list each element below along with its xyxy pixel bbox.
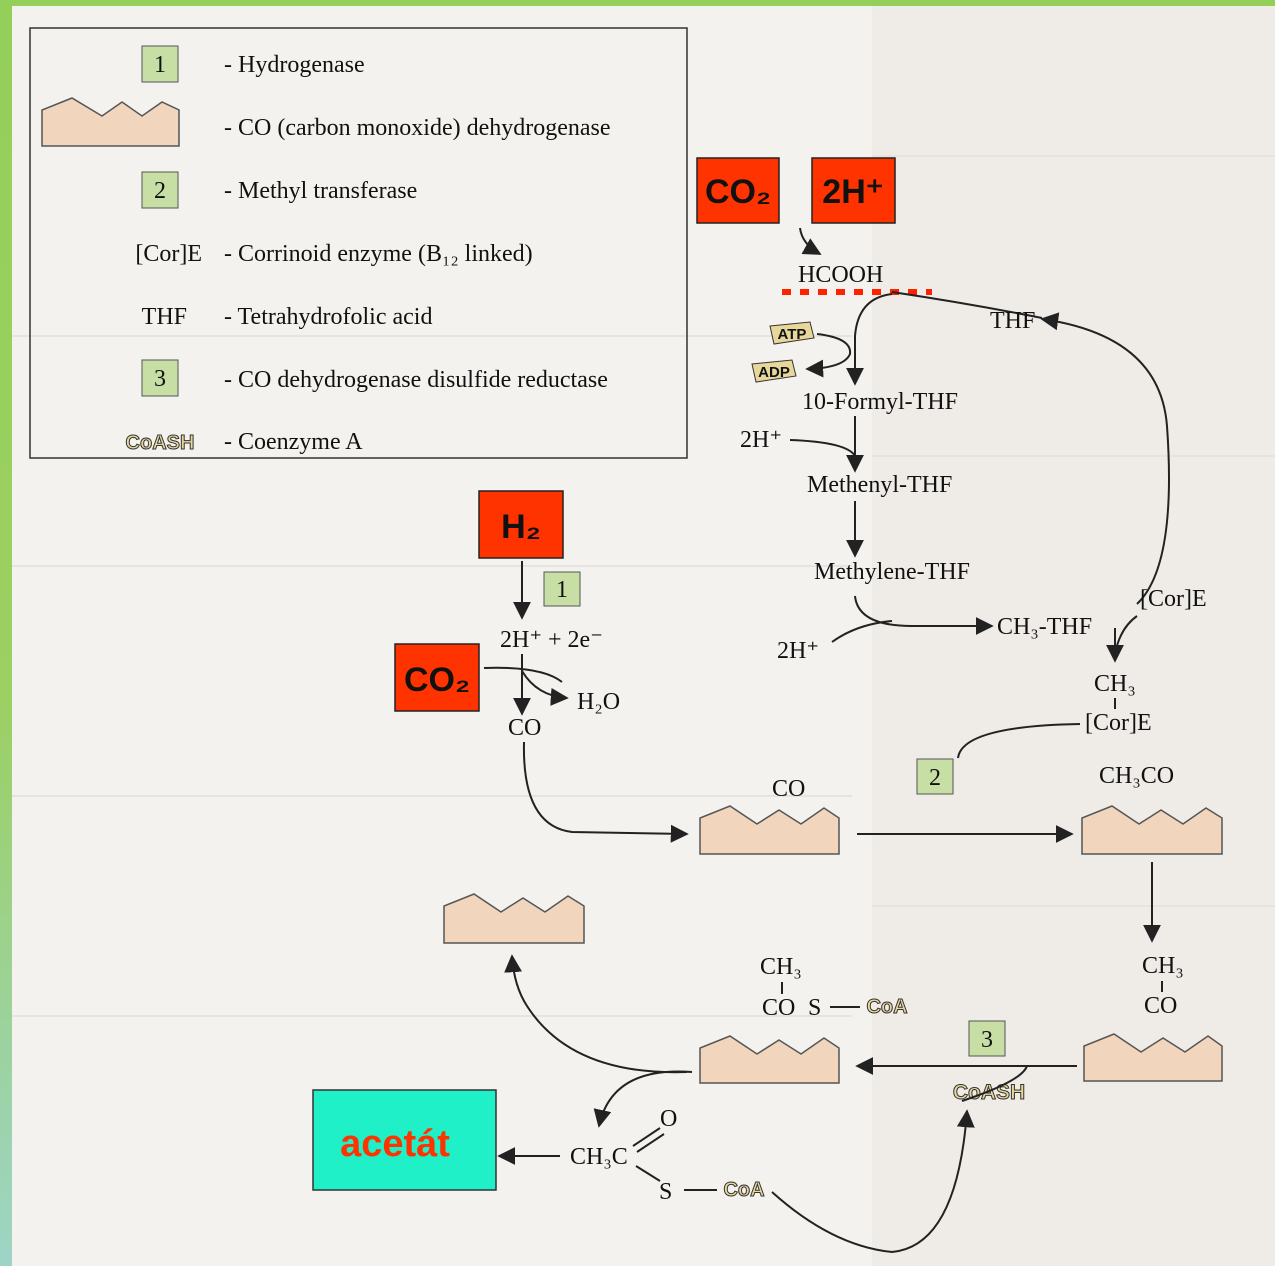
h2o-label: H₂O [577, 689, 620, 715]
legend-enzyme1-label: 1 [154, 52, 166, 78]
enzyme2-label: 2 [929, 765, 941, 791]
arrow-methylene-to-ch3thf [854, 595, 994, 635]
s-mid-label: S [808, 995, 821, 1021]
arrow-thf-recycle [1040, 312, 1170, 605]
arrow-coash-in [961, 1065, 1028, 1102]
ch3-thf-label: CH₃-THF [997, 614, 1092, 640]
corE-top-label: [Cor]E [1140, 586, 1207, 612]
o-label: O [660, 1106, 677, 1132]
legend-enzyme2-label: 2 [154, 178, 166, 204]
enzyme1-box [543, 571, 581, 607]
h2-label: H₂ [501, 508, 541, 546]
legend-thf-symbol: THF [142, 304, 187, 330]
diagram-canvas: 1 - Hydrogenase - CO (carbon monoxide) d… [12, 6, 1275, 1266]
enzyme-shape-co [699, 805, 840, 855]
co2-left-label: CO₂ [404, 661, 470, 699]
enzyme-shape-ch3co [1081, 805, 1223, 855]
ch3-right-label: CH₃ [1142, 953, 1184, 979]
legend-enzyme2-box [141, 171, 179, 209]
legend-enzyme3-box [141, 359, 179, 397]
co-right-label: CO [1144, 993, 1177, 1019]
legend-reductase-text: - CO dehydrogenase disulfide reductase [224, 367, 608, 393]
arrow-atp-to-adp [805, 333, 852, 378]
h2-box: H₂ [478, 490, 564, 559]
enzyme-shape-right [1083, 1033, 1223, 1082]
double-bond-o [632, 1127, 665, 1153]
h-top-box: 2H⁺ [811, 157, 896, 224]
legend-coenzyme-a-text: - Coenzyme A [224, 429, 363, 455]
co2-top-box: CO₂ [696, 157, 780, 224]
co2-left-box: CO₂ [394, 643, 480, 712]
atp-icon: ATP [769, 321, 815, 345]
arrow-co-to-enzyme [522, 741, 689, 843]
arrow-hcooh-to-formyl [846, 293, 893, 386]
coa-bottom-icon: CoA [723, 1179, 764, 1201]
legend-corE-symbol: [Cor]E [135, 241, 202, 267]
adp-icon: ADP [751, 359, 797, 383]
arrow-thf-input [891, 291, 1043, 319]
legend-co-dehydrogenase-text: - CO (carbon monoxide) dehydrogenase [224, 115, 611, 141]
arrow-corE-to-transferase [957, 723, 1081, 759]
legend-enzyme3-label: 3 [154, 366, 166, 392]
legend-methyl-transferase-text: - Methyl transferase [224, 178, 417, 204]
enzyme2-box [916, 758, 954, 795]
thf-label: THF [990, 308, 1035, 334]
arrow-co2-in [483, 666, 563, 683]
enzyme-shape-mid [699, 1035, 840, 1084]
s-bottom-label: S [659, 1179, 672, 1205]
arrow-enzyme-release [504, 954, 688, 1074]
methylene-thf-label: Methylene-THF [814, 559, 970, 585]
arrow-h-into-path-2 [831, 620, 893, 643]
bond-c-s [635, 1165, 661, 1182]
legend-corrinoid-text: - Corrinoid enzyme (B₁₂ linked) [224, 241, 533, 267]
arrow-to-h2o [521, 670, 569, 706]
legend: 1 - Hydrogenase - CO (carbon monoxide) d… [29, 27, 688, 459]
arrow-to-acetyl-coa [593, 1070, 693, 1128]
corE-bottom-label: [Cor]E [1085, 710, 1152, 736]
arrow-h-into-path-1 [789, 439, 856, 457]
co-left-label: CO [508, 715, 541, 741]
legend-border [29, 27, 688, 459]
acetate-label: acetát [340, 1123, 450, 1165]
legend-enzyme1-box [141, 45, 179, 83]
ch3co-label: CH₃CO [1099, 763, 1174, 789]
co2-top-label: CO₂ [705, 173, 771, 211]
enzyme1-label: 1 [556, 577, 568, 603]
arrow-coa-recycle [771, 1109, 975, 1254]
pathway-diagram: 1 - Hydrogenase - CO (carbon monoxide) d… [12, 6, 1275, 1266]
co-enzyme-label: CO [772, 776, 805, 802]
ch3-label: CH₃ [1094, 671, 1136, 697]
h-plus-label-2: 2H⁺ [777, 638, 819, 664]
ch3c-label: CH₃C [570, 1144, 628, 1170]
adp-label: ADP [758, 364, 790, 381]
atp-label: ATP [778, 326, 807, 343]
enzyme3-label: 3 [981, 1027, 993, 1053]
acetate-box: acetát [312, 1089, 497, 1191]
hcooh-label: HCOOH [798, 262, 883, 288]
legend-hydrogenase-text: - Hydrogenase [224, 52, 365, 78]
enzyme3-box [968, 1020, 1006, 1057]
h-top-label: 2H⁺ [822, 173, 883, 211]
co-mid-label: CO [762, 995, 795, 1021]
ch3-mid-label: CH₃ [760, 954, 802, 980]
enzyme-shape-free [443, 893, 585, 944]
formyl-thf-label: 10-Formyl-THF [802, 389, 958, 415]
h-plus-label-1: 2H⁺ [740, 427, 782, 453]
methenyl-thf-label: Methenyl-THF [807, 472, 952, 498]
legend-coash-icon: CoASH [126, 432, 195, 454]
electrons-label: 2H⁺ + 2e⁻ [500, 627, 603, 653]
background-texture [12, 6, 1275, 1266]
legend-thf-text: - Tetrahydrofolic acid [224, 304, 432, 330]
legend-enzyme-shape-icon [41, 97, 180, 147]
arrow-to-hcooh [799, 227, 822, 255]
coa-mid-icon: CoA [866, 996, 907, 1018]
